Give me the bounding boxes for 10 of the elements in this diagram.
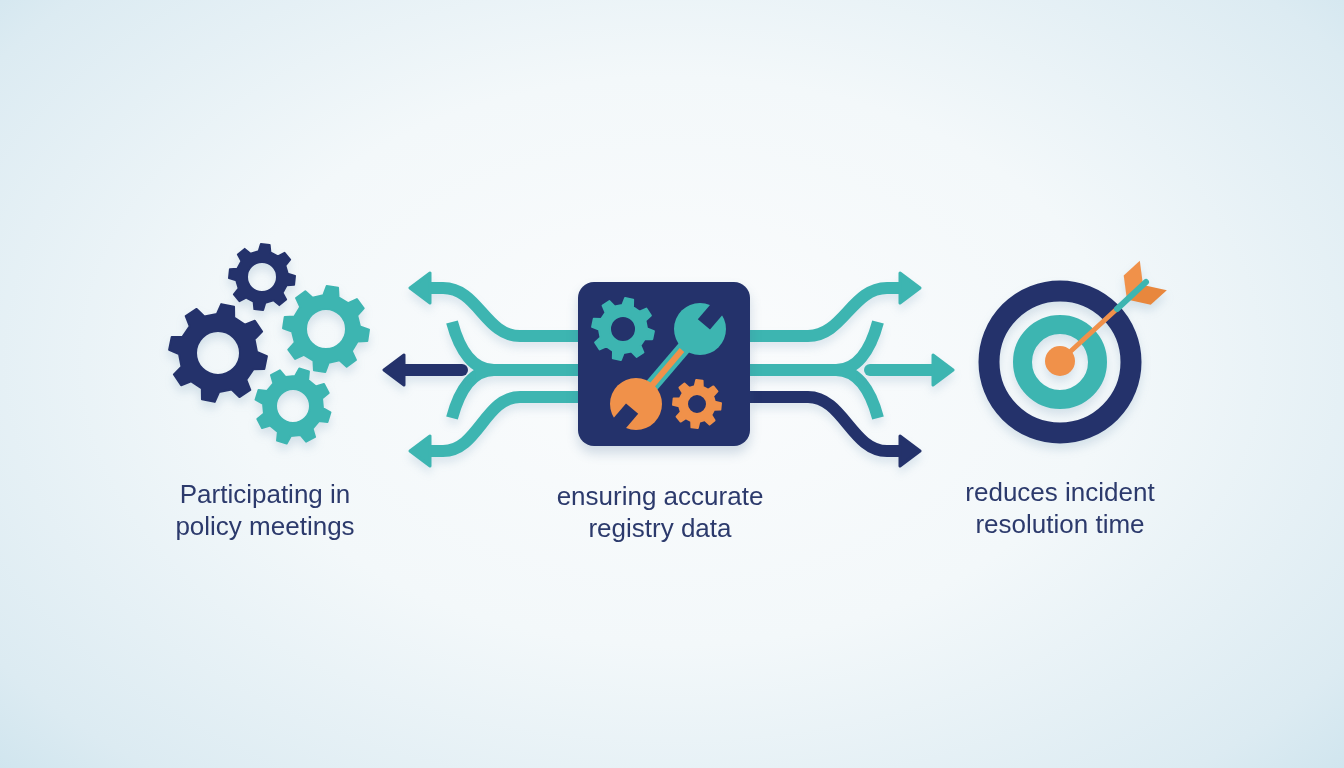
- node-label: reduces incident resolution time: [964, 476, 1156, 540]
- arrow: [382, 353, 468, 387]
- arrow: [864, 353, 955, 387]
- curved-arrow: [750, 391, 922, 468]
- process-box: [578, 282, 750, 446]
- node-label: ensuring accurate registry data: [555, 480, 765, 544]
- curved-arrow: [750, 271, 922, 342]
- curved-arrow: [408, 271, 578, 342]
- curved-arrow: [408, 391, 578, 468]
- node-label: Participating in policy meetings: [174, 478, 356, 542]
